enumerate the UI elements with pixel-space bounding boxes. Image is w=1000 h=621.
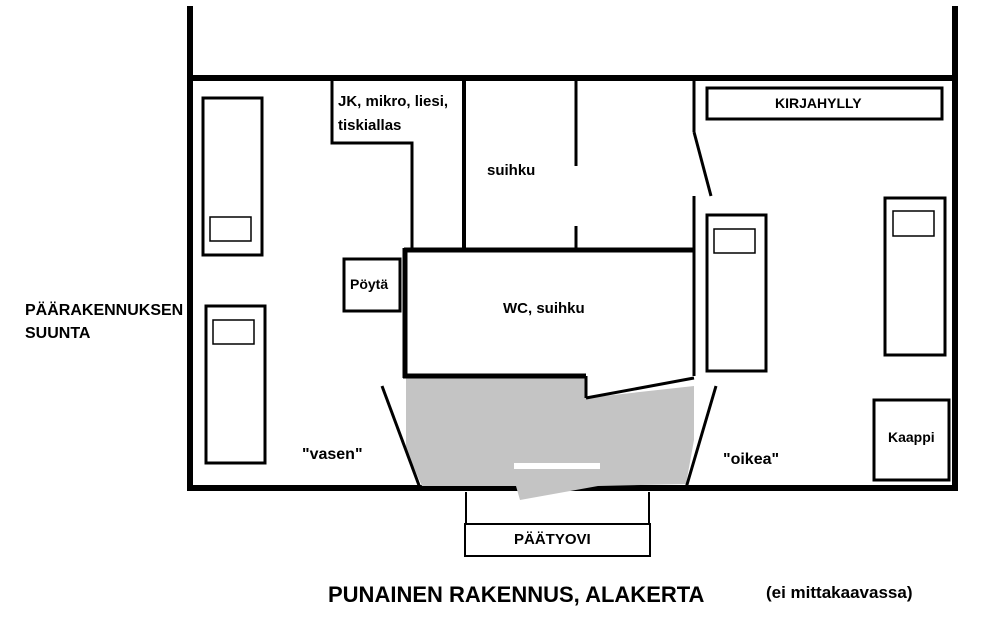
wc-door-swing [585,376,695,400]
bookshelf-box [705,86,944,121]
pillow-right-middle [713,228,756,254]
entrance-wall-right [684,385,718,489]
bed-left-top [201,96,264,257]
wc-shower-label: WC, suihku [503,300,585,317]
page-title: PUNAINEN RAKENNUS, ALAKERTA [328,582,705,607]
bookshelf-label: KIRJAHYLLY [775,95,862,111]
entrance-floor-mat [406,378,694,500]
end-door-label: PÄÄTYOVI [514,531,591,548]
cabinet-box [872,398,951,482]
table-label: Pöytä [350,276,389,292]
entrance-wall-left [380,385,422,489]
table-box [342,257,402,313]
pillow-right-far [892,210,935,237]
left-side-label: "vasen" [302,446,363,463]
bed-right-middle [705,213,768,373]
bed-right-far [883,196,947,357]
kitchen-wall [330,80,414,252]
cabinet-label: Kaappi [888,429,935,445]
kitchen-label-line2: tiskiallas [338,117,402,134]
direction-label-line1: PÄÄRAKENNUKSEN [25,302,184,319]
pillow-left-bottom [212,319,255,345]
bed-left-bottom [204,304,267,465]
right-side-label: "oikea" [723,451,780,468]
end-door-box [464,523,651,557]
direction-label-line2: SUUNTA [25,325,91,342]
kitchen-label-line1: JK, mikro, liesi, [338,93,449,110]
pillow-left-top [209,216,252,242]
shower-door-swing [692,131,713,197]
scale-note: (ei mittakaavassa) [766,583,913,602]
shower-label: suihku [487,162,536,179]
